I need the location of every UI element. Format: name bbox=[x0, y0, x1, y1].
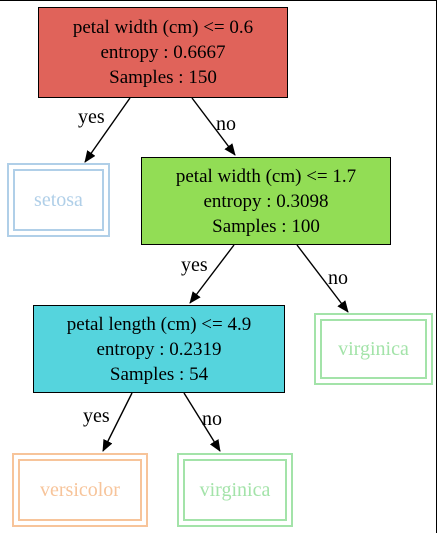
root-split-node: petal width (cm) <= 0.6 entropy : 0.6667… bbox=[38, 7, 288, 98]
leaf-virginica-upper-label: virginica bbox=[320, 319, 427, 379]
edge-root-to-setosa bbox=[84, 97, 131, 163]
leaf-setosa: setosa bbox=[7, 163, 110, 237]
edge-label-root-no: no bbox=[216, 113, 236, 135]
leaf-virginica-lower-label: virginica bbox=[183, 459, 287, 521]
edge-root-to-pw17 bbox=[191, 97, 236, 156]
pl49-entropy: entropy : 0.2319 bbox=[96, 338, 222, 360]
petal-length-split-node: petal length (cm) <= 4.9 entropy : 0.231… bbox=[33, 305, 285, 393]
edge-pw17-to-pl49 bbox=[189, 244, 235, 304]
root-condition: petal width (cm) <= 0.6 bbox=[72, 17, 254, 38]
leaf-versicolor-label: versicolor bbox=[18, 459, 142, 521]
edge-pl49-to-versicolor bbox=[102, 392, 133, 452]
edge-label-root-yes: yes bbox=[78, 106, 105, 128]
leaf-virginica-upper: virginica bbox=[314, 313, 433, 385]
edge-label-pw17-no: no bbox=[328, 267, 348, 289]
leaf-versicolor: versicolor bbox=[12, 453, 148, 527]
pl49-condition: petal length (cm) <= 4.9 bbox=[66, 313, 252, 335]
edge-label-pl49-no: no bbox=[202, 408, 222, 430]
edge-pw17-to-virginica-a bbox=[296, 244, 349, 313]
leaf-virginica-lower: virginica bbox=[177, 453, 293, 527]
root-samples: Samples : 150 bbox=[109, 67, 217, 88]
leaf-setosa-label: setosa bbox=[13, 169, 104, 231]
edge-label-pl49-yes: yes bbox=[83, 405, 110, 427]
petal-width-split-node: petal width (cm) <= 1.7 entropy : 0.3098… bbox=[141, 157, 391, 245]
root-entropy: entropy : 0.6667 bbox=[100, 42, 226, 63]
pw17-condition: petal width (cm) <= 1.7 bbox=[175, 165, 357, 187]
edge-pl49-to-virginica-b bbox=[183, 392, 221, 452]
edge-label-pw17-yes: yes bbox=[181, 254, 208, 276]
pl49-samples: Samples : 54 bbox=[109, 363, 209, 385]
pw17-entropy: entropy : 0.3098 bbox=[203, 190, 329, 212]
pw17-samples: Samples : 100 bbox=[212, 215, 320, 237]
